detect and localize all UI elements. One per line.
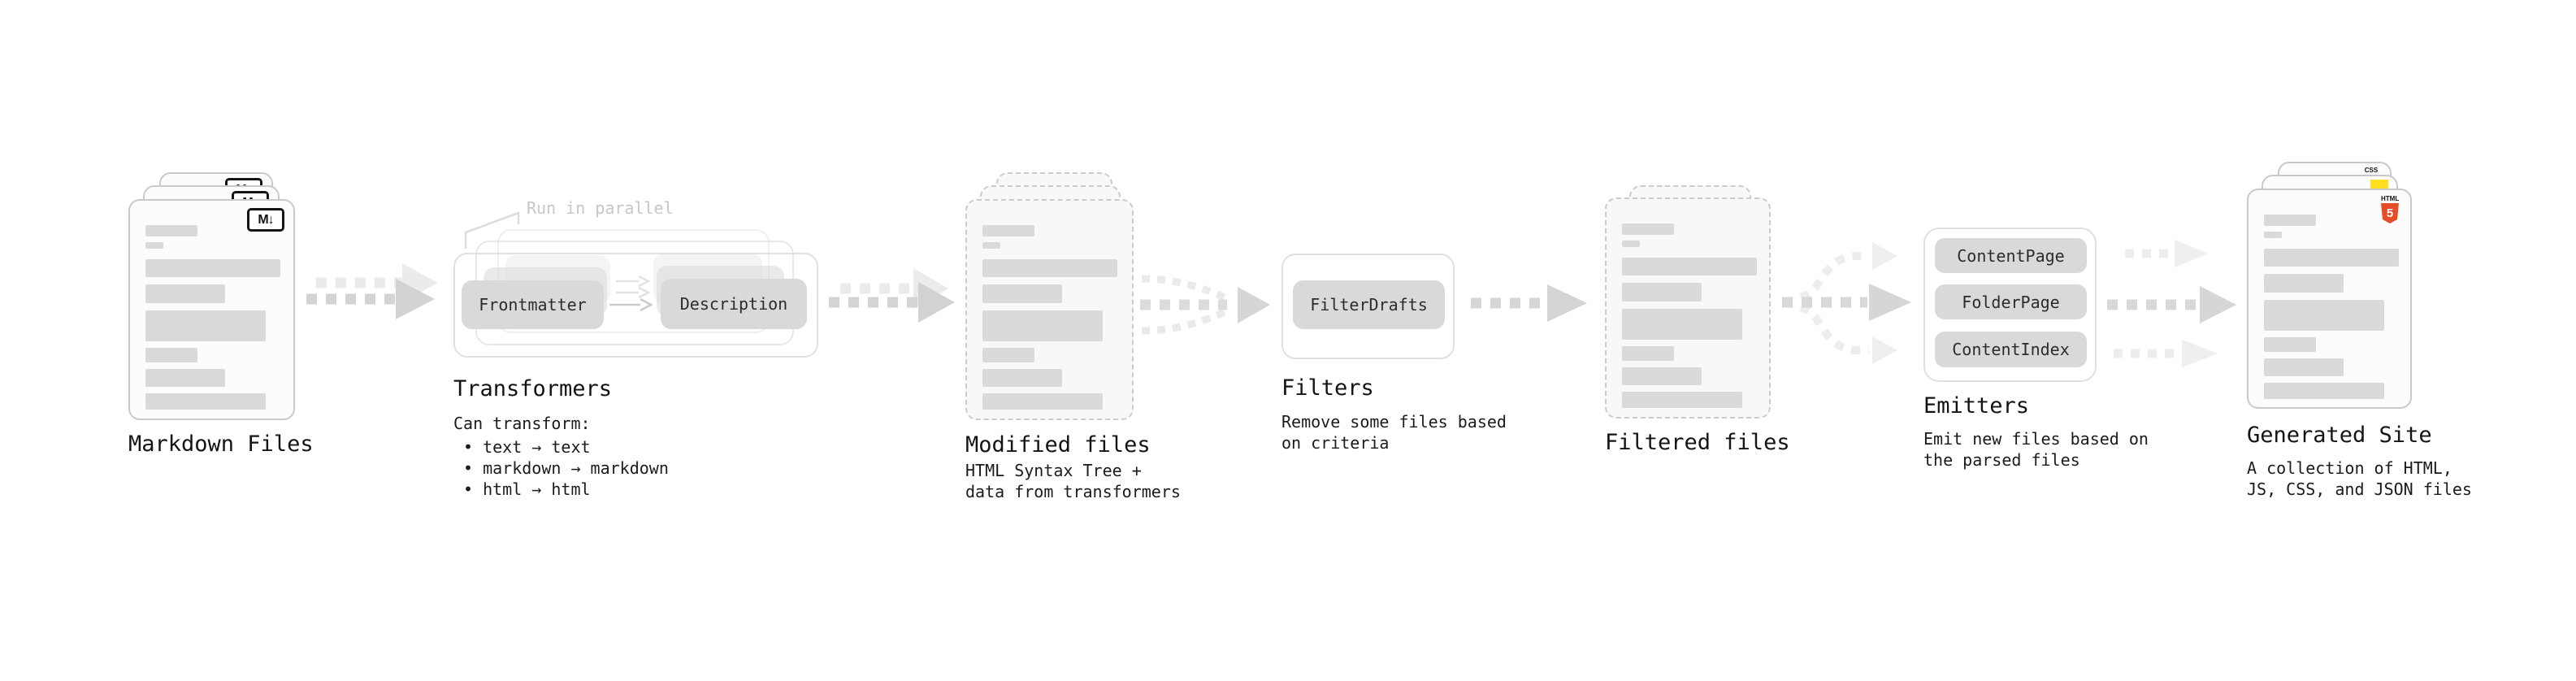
modified-files-caption: HTML Syntax Tree + data from transformer… xyxy=(965,461,1181,501)
stage-label-filtered-files: Filtered files xyxy=(1605,430,1790,455)
run-in-parallel-annotation: Run in parallel xyxy=(527,198,674,218)
transformer-box-front xyxy=(453,253,818,358)
frontmatter-pill: Frontmatter xyxy=(462,280,604,329)
arrow-transformers-to-modified xyxy=(829,268,955,323)
modified-file-card-front xyxy=(965,199,1134,420)
generated-site-caption: A collection of HTML, JS, CSS, and JSON … xyxy=(2247,458,2472,499)
stage-label-filters: Filters xyxy=(1281,375,1374,401)
js-icon xyxy=(2370,180,2388,190)
contentindex-pill: ContentIndex xyxy=(1935,332,2087,367)
filterdrafts-pill: FilterDrafts xyxy=(1293,280,1445,329)
stage-label-generated-site: Generated Site xyxy=(2247,423,2432,448)
arrows-emitters-to-generated xyxy=(2107,240,2236,367)
stage-label-modified-files: Modified files xyxy=(965,432,1151,458)
markdown-file-card-front: M↓ xyxy=(128,199,295,420)
stage-label-markdown-files: Markdown Files xyxy=(128,432,314,457)
arrow-filters-to-filtered xyxy=(1471,284,1587,322)
html5-number: 5 xyxy=(2386,206,2394,220)
filtered-file-card-front xyxy=(1605,197,1771,419)
transformers-bullet-text: • text → text xyxy=(463,437,591,457)
css-badge-text: CSS xyxy=(2364,167,2379,174)
parallel-mini-arrows xyxy=(609,275,653,312)
markdown-icon: M↓ xyxy=(247,208,284,232)
filters-caption: Remove some files based on criteria xyxy=(1281,412,1507,453)
stage-label-transformers: Transformers xyxy=(453,376,613,401)
transformers-bullet-markdown: • markdown → markdown xyxy=(463,458,669,478)
document-skeleton-lines xyxy=(145,225,280,410)
stage-label-emitters: Emitters xyxy=(1923,393,2030,419)
arrow-modified-to-filters-fan-in xyxy=(1140,275,1270,335)
annotation-callout-line xyxy=(464,211,520,249)
arrow-filtered-to-emitters-fan-out xyxy=(1782,242,1911,364)
arrow-markdown-to-transformers xyxy=(306,263,438,319)
emitters-box xyxy=(1923,228,2097,382)
emitters-caption: Emit new files based on the parsed files xyxy=(1923,429,2149,470)
generated-file-card-front: HTML 5 xyxy=(2247,189,2412,409)
html5-shield: 5 xyxy=(2381,203,2399,223)
document-skeleton-lines xyxy=(982,225,1117,410)
transformers-caption-intro: Can transform: xyxy=(453,414,591,433)
html5-icon: HTML 5 xyxy=(2381,195,2399,223)
document-skeleton-lines xyxy=(2264,215,2399,399)
document-skeleton-lines xyxy=(1622,223,1757,408)
description-pill: Description xyxy=(661,279,807,329)
html5-badge-text: HTML xyxy=(2381,195,2400,202)
folderpage-pill: FolderPage xyxy=(1935,284,2087,319)
transformers-bullet-html: • html → html xyxy=(463,479,591,499)
contentpage-pill: ContentPage xyxy=(1935,238,2087,273)
filters-box xyxy=(1281,254,1455,359)
